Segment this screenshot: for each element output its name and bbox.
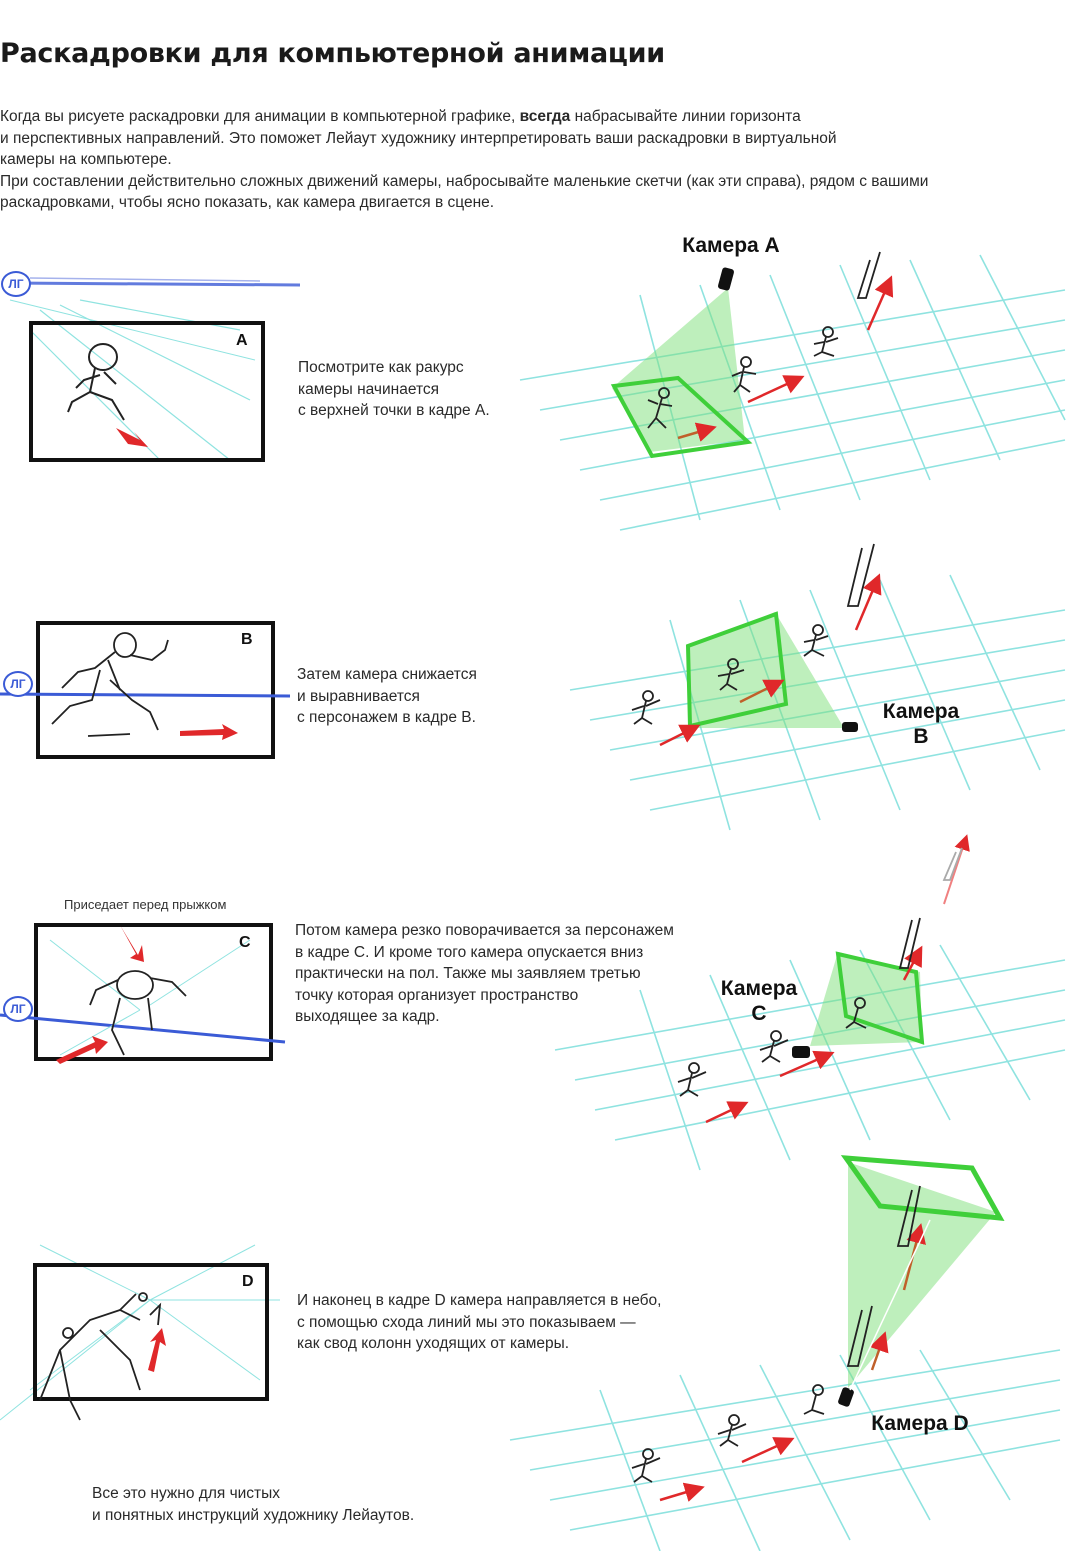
outro-line: и понятных инструкций художнику Лейаутов… [92, 1506, 415, 1524]
intro-line-1-start: Когда вы рисуете раскадровки для анимаци… [0, 108, 520, 125]
intro-line-3: камеры на компьютере. [0, 151, 172, 169]
outro-line: Все это нужно для чистых [92, 1485, 281, 1502]
frame-c-description: Потом камера резко поворачивается за пер… [295, 920, 674, 1028]
frame-a-desc-line: с верхней точки в кадре A. [298, 402, 490, 420]
camera-label-b-line: Камера [882, 700, 960, 723]
intro-line-2: и перспективных направлений. Это поможет… [0, 129, 837, 147]
frame-letter-b: B [241, 631, 253, 648]
frame-a-description: Посмотрите как ракурс камеры начинается … [298, 357, 490, 422]
character-sketch-c [89, 970, 187, 1056]
horizon-badge-b: ЛГ [3, 671, 33, 697]
storyboard-frame-d [0, 1244, 280, 1421]
frame-d-desc-line: как свод колонн уходящих от камеры. [297, 1335, 570, 1353]
frame-b-desc-line: с персонажем в кадре B. [297, 709, 476, 727]
frame-d-description: И наконец в кадре D камера направляется … [297, 1290, 661, 1355]
intro-line-4: При составлении действительно сложных дв… [0, 172, 929, 190]
intro-line-1: Когда вы рисуете раскадровки для анимаци… [0, 106, 1040, 128]
frame-b-desc-line: и выравнивается [297, 687, 420, 705]
camera-label-a: Камера A [672, 233, 790, 258]
frame-c-desc-line: в кадре C. И кроме того камера опускаетс… [295, 943, 644, 961]
frame-c-desc-line: выходящее за кадр. [295, 1008, 440, 1026]
horizon-badge-a: ЛГ [1, 271, 31, 297]
storyboard-frame-b [0, 621, 291, 759]
camera-diagram-b [569, 543, 1066, 831]
intro-line-5: раскадровками, чтобы ясно показать, как … [0, 194, 495, 212]
frame-d-desc-line: И наконец в кадре D камера направляется … [297, 1292, 662, 1309]
camera-diagram-d [509, 1155, 1061, 1551]
camera-diagram-a [519, 251, 1066, 531]
frame-letter-d: D [242, 1273, 254, 1290]
outro-text: Все это нужно для чистых и понятных инст… [92, 1483, 414, 1526]
camera-label-d: Камера D [862, 1411, 978, 1436]
intro-line-1-end: набрасывайте линии горизонта [570, 108, 801, 125]
frame-a-desc-line: Посмотрите как ракурс [298, 359, 464, 376]
frame-b-desc-line: Затем камера снижается [297, 666, 477, 683]
camera-label-b: Камера B [872, 699, 970, 749]
frame-a-desc-line: камеры начинается [298, 380, 440, 398]
storyboard-frame-c [0, 923, 286, 1064]
storyboard-frame-a [9, 277, 301, 462]
page-title: Раскадровки для компьютерной анимации [0, 38, 665, 69]
intro-text: Когда вы рисуете раскадровки для анимаци… [0, 106, 1040, 214]
camera-label-a-line: Камера A [682, 234, 780, 257]
camera-label-c-line: C [751, 1002, 767, 1025]
frame-c-desc-line: Потом камера резко поворачивается за пер… [295, 922, 674, 939]
character-sketch-b [51, 632, 169, 737]
frame-b-description: Затем камера снижается и выравнивается с… [297, 664, 477, 729]
frame-letter-a: A [236, 332, 248, 349]
camera-label-d-line: Камера D [871, 1412, 969, 1435]
character-sketch-a [67, 343, 125, 421]
camera-label-b-line: B [913, 725, 929, 748]
frame-d-desc-line: с помощью схода линий мы это показываем … [297, 1313, 636, 1331]
character-sketch-d [39, 1292, 162, 1421]
intro-emphasis: всегда [519, 108, 571, 125]
camera-diagram-c [554, 834, 1066, 1171]
frame-c-desc-line: практически на пол. Также мы заявляем тр… [295, 965, 641, 983]
horizon-badge-c: ЛГ [3, 996, 33, 1022]
camera-label-c: Камера C [710, 976, 808, 1026]
frame-c-desc-line: точку которая организует пространство [295, 986, 579, 1004]
frame-c-caption: Приседает перед прыжком [64, 897, 227, 912]
camera-label-c-line: Камера [720, 977, 798, 1000]
frame-letter-c: C [239, 934, 251, 951]
